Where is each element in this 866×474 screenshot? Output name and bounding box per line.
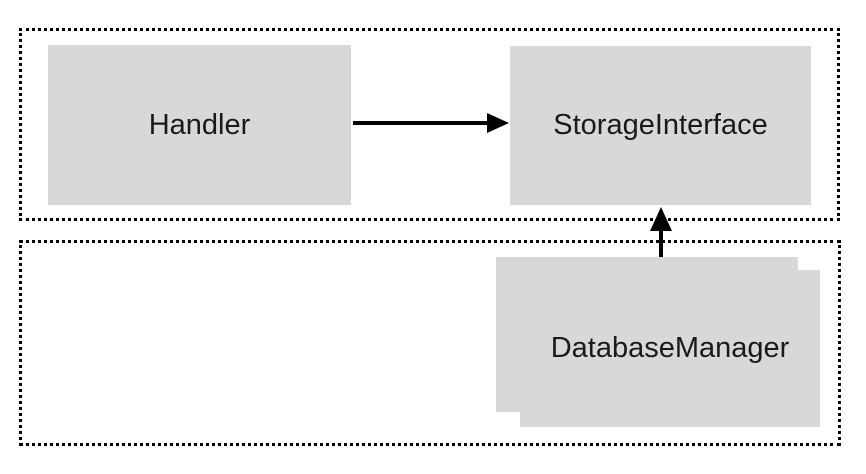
node-handler: Handler (48, 45, 351, 205)
node-storage-interface: StorageInterface (510, 46, 811, 205)
node-database-manager: DatabaseManager (520, 270, 820, 427)
node-storage-interface-label: StorageInterface (553, 109, 768, 142)
node-handler-label: Handler (148, 108, 251, 141)
node-database-manager-label: DatabaseManager (550, 332, 790, 365)
top-group-container (19, 28, 840, 221)
bottom-group-container (19, 240, 841, 446)
